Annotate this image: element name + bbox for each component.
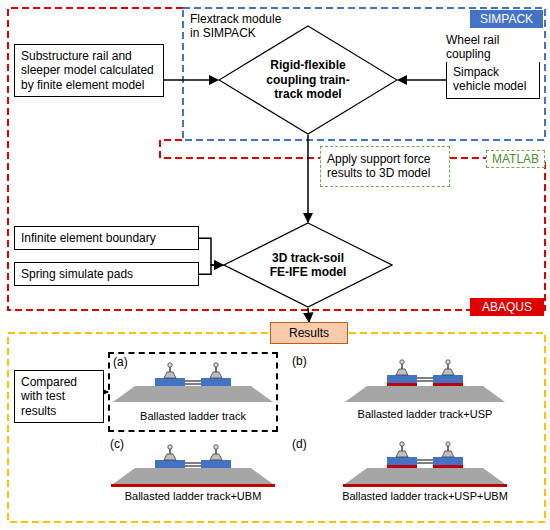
connector-arrow bbox=[164, 79, 218, 81]
sleeper-block bbox=[201, 460, 231, 468]
track-section bbox=[113, 363, 273, 402]
case-label: (a) bbox=[113, 355, 128, 369]
connector-arrow bbox=[307, 135, 309, 222]
rail-head bbox=[446, 442, 450, 446]
rail-head bbox=[168, 363, 172, 367]
ladder-beam bbox=[185, 466, 201, 467]
track-illustrations bbox=[111, 360, 507, 487]
diamond-shape bbox=[219, 26, 397, 134]
node-text: Results bbox=[275, 326, 343, 340]
results-region bbox=[8, 333, 545, 522]
rail-fastener bbox=[396, 451, 408, 457]
case-caption: Ballasted ladder track+USP bbox=[330, 408, 520, 421]
track-case-box: (a) Ballasted ladder track bbox=[108, 352, 278, 432]
usp-pad bbox=[433, 465, 463, 468]
tool-badge: MATLAB bbox=[486, 150, 545, 168]
rail-head bbox=[168, 445, 172, 449]
tool-badge: SIMPACK bbox=[470, 10, 543, 28]
rail-fastener bbox=[396, 369, 408, 375]
node-text: Spring simulate pads bbox=[21, 267, 192, 281]
comparison-box: Compared with test results bbox=[14, 370, 104, 423]
rail-fastener bbox=[164, 454, 176, 460]
matlab-step-box: Apply support force results to 3D model bbox=[320, 146, 450, 187]
model-box: Simpack vehicle model bbox=[446, 60, 540, 99]
node-text: Rigid-flexible coupling train-track mode… bbox=[258, 58, 358, 101]
usp-pad bbox=[433, 383, 463, 386]
node-text: Infinite element boundary bbox=[21, 231, 192, 245]
ladder-beam bbox=[417, 378, 433, 379]
abaqus-region bbox=[8, 8, 545, 310]
boundary-box: Spring simulate pads bbox=[14, 262, 199, 286]
ballast bbox=[113, 386, 273, 402]
ballast bbox=[113, 468, 273, 484]
usp-pad bbox=[387, 383, 417, 386]
sleeper-block bbox=[433, 375, 463, 383]
rail-fastener bbox=[164, 372, 176, 378]
edge-label: Wheel rail coupling bbox=[446, 33, 542, 62]
ballast bbox=[345, 468, 505, 484]
sleeper-block bbox=[155, 378, 185, 386]
case-label: (b) bbox=[292, 354, 307, 368]
ladder-beam bbox=[185, 463, 201, 464]
rail-head bbox=[214, 445, 218, 449]
connector-arrow bbox=[199, 238, 223, 265]
decision-diamond: Rigid-flexible coupling train-track mode… bbox=[218, 25, 398, 135]
ladder-beam bbox=[417, 381, 433, 382]
edge-label: Flextrack module in SIMPACK bbox=[190, 12, 282, 41]
diamond-shape bbox=[224, 223, 392, 307]
track-section bbox=[343, 442, 507, 487]
rail-head bbox=[400, 360, 404, 364]
sleeper-block bbox=[201, 378, 231, 386]
boundary-box: Infinite element boundary bbox=[14, 226, 199, 250]
case-caption: Ballasted ladder track+USP+UBM bbox=[330, 490, 520, 503]
ballast bbox=[345, 386, 505, 402]
rail-fastener bbox=[442, 451, 454, 457]
ladder-beam bbox=[417, 463, 433, 464]
rail-fastener bbox=[210, 454, 222, 460]
connector-arrow bbox=[199, 265, 223, 274]
tool-badge: ABAQUS bbox=[470, 298, 544, 316]
node-text: Substructure rail and sleeper model calc… bbox=[21, 49, 157, 92]
ladder-beam bbox=[417, 460, 433, 461]
connector-arrow bbox=[308, 308, 309, 322]
track-section bbox=[111, 445, 275, 487]
case-caption: Ballasted ladder track+UBM bbox=[98, 490, 288, 503]
ladder-beam bbox=[185, 381, 201, 382]
case-label: (c) bbox=[110, 437, 124, 451]
sleeper-block bbox=[155, 460, 185, 468]
node-text: Compared with test results bbox=[21, 375, 97, 418]
ubm-layer bbox=[343, 484, 507, 487]
node-text: Simpack vehicle model bbox=[453, 65, 533, 94]
results-box: Results bbox=[270, 322, 348, 344]
sleeper-block bbox=[433, 457, 463, 465]
node-text: Apply support force results to 3D model bbox=[327, 152, 443, 181]
case-label: (d) bbox=[292, 437, 307, 451]
track-section bbox=[345, 360, 505, 402]
model-box: Substructure rail and sleeper model calc… bbox=[14, 44, 164, 97]
ubm-layer bbox=[111, 484, 275, 487]
rail-head bbox=[214, 363, 218, 367]
rail-head bbox=[446, 360, 450, 364]
sleeper-block bbox=[387, 457, 417, 465]
rail-fastener bbox=[210, 372, 222, 378]
ladder-beam bbox=[185, 384, 201, 385]
decision-diamond: 3D track-soil FE-IFE model bbox=[223, 222, 393, 308]
usp-pad bbox=[387, 465, 417, 468]
rail-head bbox=[400, 442, 404, 446]
sleeper-block bbox=[387, 375, 417, 383]
rail-fastener bbox=[442, 369, 454, 375]
connector-arrow bbox=[398, 79, 446, 81]
simpack-region bbox=[183, 8, 545, 140]
case-caption: Ballasted ladder track bbox=[110, 410, 276, 423]
node-text: 3D track-soil FE-IFE model bbox=[262, 251, 354, 280]
